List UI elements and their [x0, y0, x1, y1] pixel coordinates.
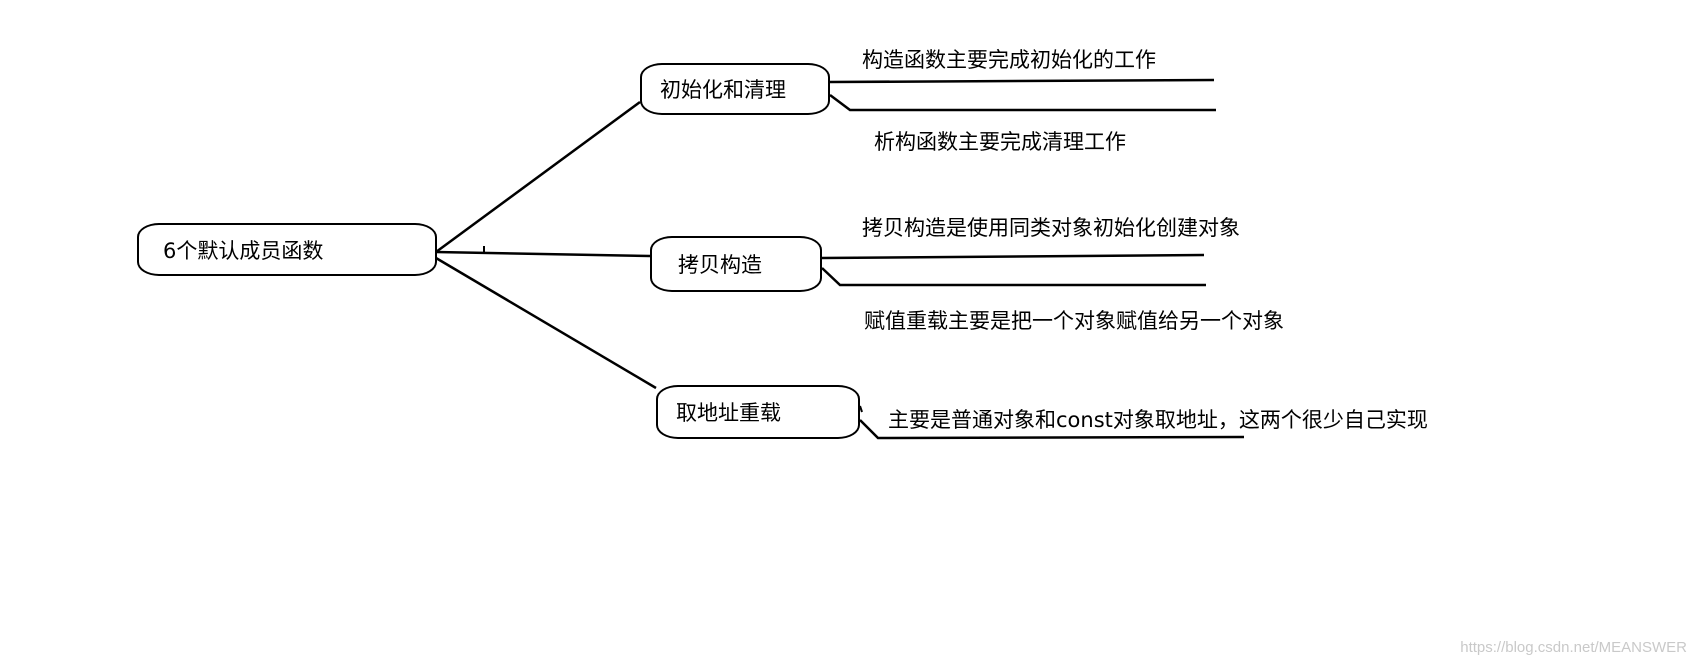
note-tick-3	[859, 405, 863, 413]
branch-node-copy-constructor: 拷贝构造	[650, 236, 822, 292]
note-line-1-1	[829, 78, 1215, 84]
connector-root-branch-1	[435, 100, 641, 254]
note-copy-constructor: 拷贝构造是使用同类对象初始化创建对象	[862, 216, 1240, 240]
note-assignment-overload: 赋值重载主要是把一个对象赋值给另一个对象	[864, 309, 1284, 333]
connector-root-branch-2	[435, 250, 651, 258]
root-node: 6个默认成员函数	[137, 223, 437, 276]
note-line-2-1	[821, 253, 1205, 260]
branch-node-label: 拷贝构造	[678, 253, 762, 277]
root-node-label: 6个默认成员函数	[163, 238, 324, 263]
note-line-3-1	[859, 419, 1245, 440]
note-destructor: 析构函数主要完成清理工作	[874, 130, 1126, 154]
branch-node-label: 初始化和清理	[660, 78, 786, 102]
branch-node-address-overload: 取地址重载	[656, 385, 860, 439]
connector-root-branch-3	[435, 256, 657, 390]
watermark: https://blog.csdn.net/MEANSWER	[1460, 639, 1687, 656]
note-constructor: 构造函数主要完成初始化的工作	[862, 48, 1156, 72]
note-line-2-2	[821, 267, 1206, 287]
branch-node-label: 取地址重载	[676, 401, 781, 425]
branch-node-init-cleanup: 初始化和清理	[640, 63, 830, 115]
note-address-overload: 主要是普通对象和const对象取地址，这两个很少自己实现	[888, 408, 1428, 432]
note-line-1-2	[829, 94, 1216, 112]
